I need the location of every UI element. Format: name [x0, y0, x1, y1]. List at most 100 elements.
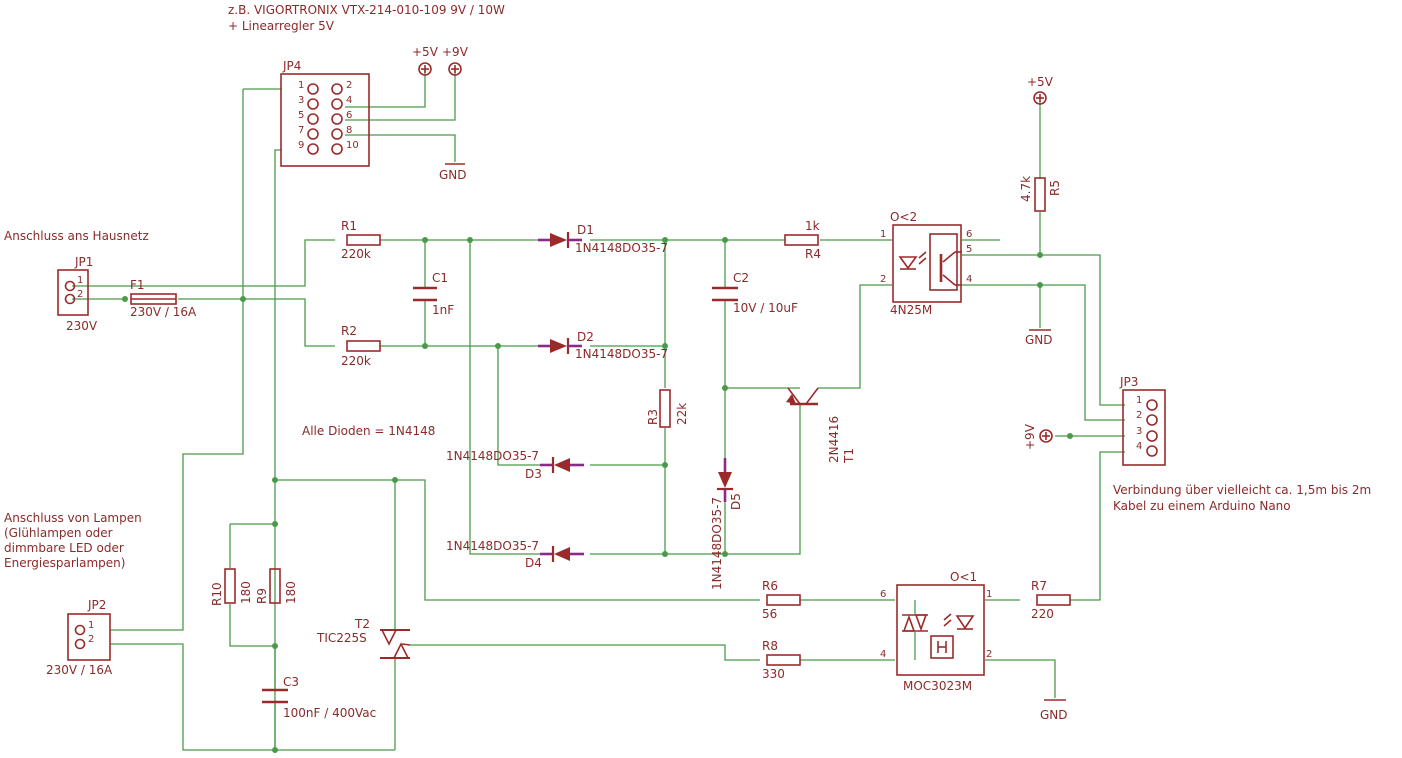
svg-text:4: 4 — [966, 274, 972, 285]
lamps-note-line4: Energiesparlampen) — [4, 556, 125, 570]
svg-text:MOC3023M: MOC3023M — [903, 679, 972, 693]
fuse-f1: F1 230V / 16A — [130, 278, 197, 319]
svg-text:10: 10 — [346, 140, 359, 151]
svg-text:C2: C2 — [733, 271, 749, 285]
svg-text:4.7k: 4.7k — [1019, 176, 1033, 202]
jp1-value: 230V — [66, 319, 98, 333]
svg-text:4: 4 — [1136, 441, 1142, 452]
svg-text:2: 2 — [77, 289, 83, 300]
lamps-note-line1: Anschluss von Lampen — [4, 511, 142, 525]
svg-text:180: 180 — [239, 581, 253, 604]
svg-text:7: 7 — [298, 125, 304, 136]
gnd-label-2: GND — [1025, 333, 1053, 347]
svg-text:330: 330 — [762, 667, 785, 681]
resistor-r9: R9 180 — [255, 568, 298, 604]
triac-t2: T2 TIC225S — [316, 617, 411, 659]
psu-note-line2: + Linearregler 5V — [228, 19, 335, 33]
lamps-note-line3: dimmbare LED oder — [4, 541, 124, 555]
svg-text:R2: R2 — [341, 324, 357, 338]
svg-text:R8: R8 — [762, 639, 778, 653]
svg-text:1nF: 1nF — [432, 303, 454, 317]
diode-d3: 1N4148DO35-7 D3 — [446, 449, 584, 481]
svg-text:230V / 16A: 230V / 16A — [130, 305, 197, 319]
capacitor-c3: C3 100nF / 400Vac — [262, 646, 376, 750]
svg-text:D3: D3 — [525, 467, 542, 481]
diode-d4: 1N4148DO35-7 D4 — [446, 539, 584, 570]
resistor-r10: R10 180 — [210, 568, 253, 606]
diode-d2: D2 1N4148DO35-7 — [538, 330, 668, 361]
resistor-r1: R1 220k — [341, 219, 381, 261]
svg-text:JP2: JP2 — [87, 598, 106, 612]
svg-text:2: 2 — [880, 274, 886, 285]
svg-text:R9: R9 — [255, 588, 269, 604]
svg-text:1: 1 — [880, 229, 886, 240]
svg-text:JP3: JP3 — [1119, 375, 1138, 389]
svg-text:R1: R1 — [341, 219, 357, 233]
connector-jp3: JP3 1 2 3 4 — [1119, 375, 1166, 466]
svg-text:T1: T1 — [842, 448, 856, 464]
svg-text:F1: F1 — [130, 278, 145, 292]
svg-text:R10: R10 — [210, 582, 224, 606]
svg-text:C3: C3 — [283, 675, 299, 689]
capacitor-c1: C1 1nF — [413, 271, 454, 317]
svg-text:4N25M: 4N25M — [890, 303, 932, 317]
svg-text:4: 4 — [346, 95, 352, 106]
svg-text:1: 1 — [77, 275, 83, 286]
svg-text:T2: T2 — [354, 617, 370, 631]
svg-text:1k: 1k — [805, 219, 820, 233]
svg-text:2: 2 — [346, 80, 352, 91]
cable-note-line1: Verbindung über vielleicht ca. 1,5m bis … — [1113, 483, 1371, 497]
supply-symbols: +5V +9V GND +5V GND +9V GND — [412, 45, 1068, 722]
svg-text:1N4148DO35-7: 1N4148DO35-7 — [446, 449, 539, 463]
psu-note-line1: z.B. VIGORTRONIX VTX-214-010-109 9V / 10… — [228, 3, 505, 17]
resistor-r2: R2 220k — [341, 324, 381, 368]
jp1-name: JP1 — [74, 255, 93, 269]
svg-text:3: 3 — [298, 95, 304, 106]
svg-text:8: 8 — [346, 125, 352, 136]
resistor-r6: R6 56 — [762, 579, 801, 621]
svg-text:5: 5 — [298, 110, 304, 121]
diode-d5: D5 1N4148DO35-7 — [710, 458, 743, 590]
svg-text:2: 2 — [986, 649, 992, 660]
svg-text:D2: D2 — [577, 330, 594, 344]
svg-text:R5: R5 — [1048, 180, 1062, 196]
svg-text:R3: R3 — [646, 409, 660, 425]
svg-text:D5: D5 — [729, 493, 743, 510]
capacitor-c2: C2 10V / 10uF — [712, 271, 798, 315]
wires — [72, 70, 1125, 751]
lamps-note-line2: (Glühlampen oder — [4, 526, 113, 540]
gnd-label-3: GND — [1040, 708, 1068, 722]
svg-text:1N4148DO35-7: 1N4148DO35-7 — [710, 497, 724, 590]
svg-text:3: 3 — [1136, 426, 1142, 437]
svg-text:1N4148DO35-7: 1N4148DO35-7 — [575, 241, 668, 255]
svg-text:R4: R4 — [805, 247, 821, 261]
junctions — [122, 237, 1073, 753]
transistor-t1: 2N4416 T1 — [786, 387, 856, 464]
svg-text:5: 5 — [966, 244, 972, 255]
svg-text:9: 9 — [298, 140, 304, 151]
svg-text:6: 6 — [346, 110, 352, 121]
connector-jp2: JP2 1 2 230V / 16A — [46, 598, 113, 677]
svg-text:1N4148DO35-7: 1N4148DO35-7 — [446, 539, 539, 553]
svg-text:6: 6 — [966, 229, 972, 240]
svg-text:230V / 16A: 230V / 16A — [46, 663, 113, 677]
svg-text:1: 1 — [298, 80, 304, 91]
svg-text:D1: D1 — [577, 223, 594, 237]
connector-jp4: JP4 1 3 5 7 9 2 4 6 8 10 — [280, 59, 370, 167]
svg-text:1N4148DO35-7: 1N4148DO35-7 — [575, 347, 668, 361]
svg-text:C1: C1 — [432, 271, 448, 285]
svg-text:2N4416: 2N4416 — [827, 416, 841, 463]
svg-text:1: 1 — [986, 589, 992, 600]
plus5v-label: +5V — [412, 45, 439, 59]
svg-text:6: 6 — [880, 589, 886, 600]
svg-text:TIC225S: TIC225S — [316, 631, 367, 645]
diodes-note: Alle Dioden = 1N4148 — [302, 424, 435, 438]
svg-text:R7: R7 — [1031, 579, 1047, 593]
svg-text:JP4: JP4 — [282, 59, 301, 73]
svg-text:D4: D4 — [525, 556, 542, 570]
gnd-label: GND — [439, 168, 467, 182]
mains-note: Anschluss ans Hausnetz — [4, 229, 149, 243]
svg-text:1: 1 — [1136, 395, 1142, 406]
resistor-r8: R8 330 — [762, 639, 801, 681]
